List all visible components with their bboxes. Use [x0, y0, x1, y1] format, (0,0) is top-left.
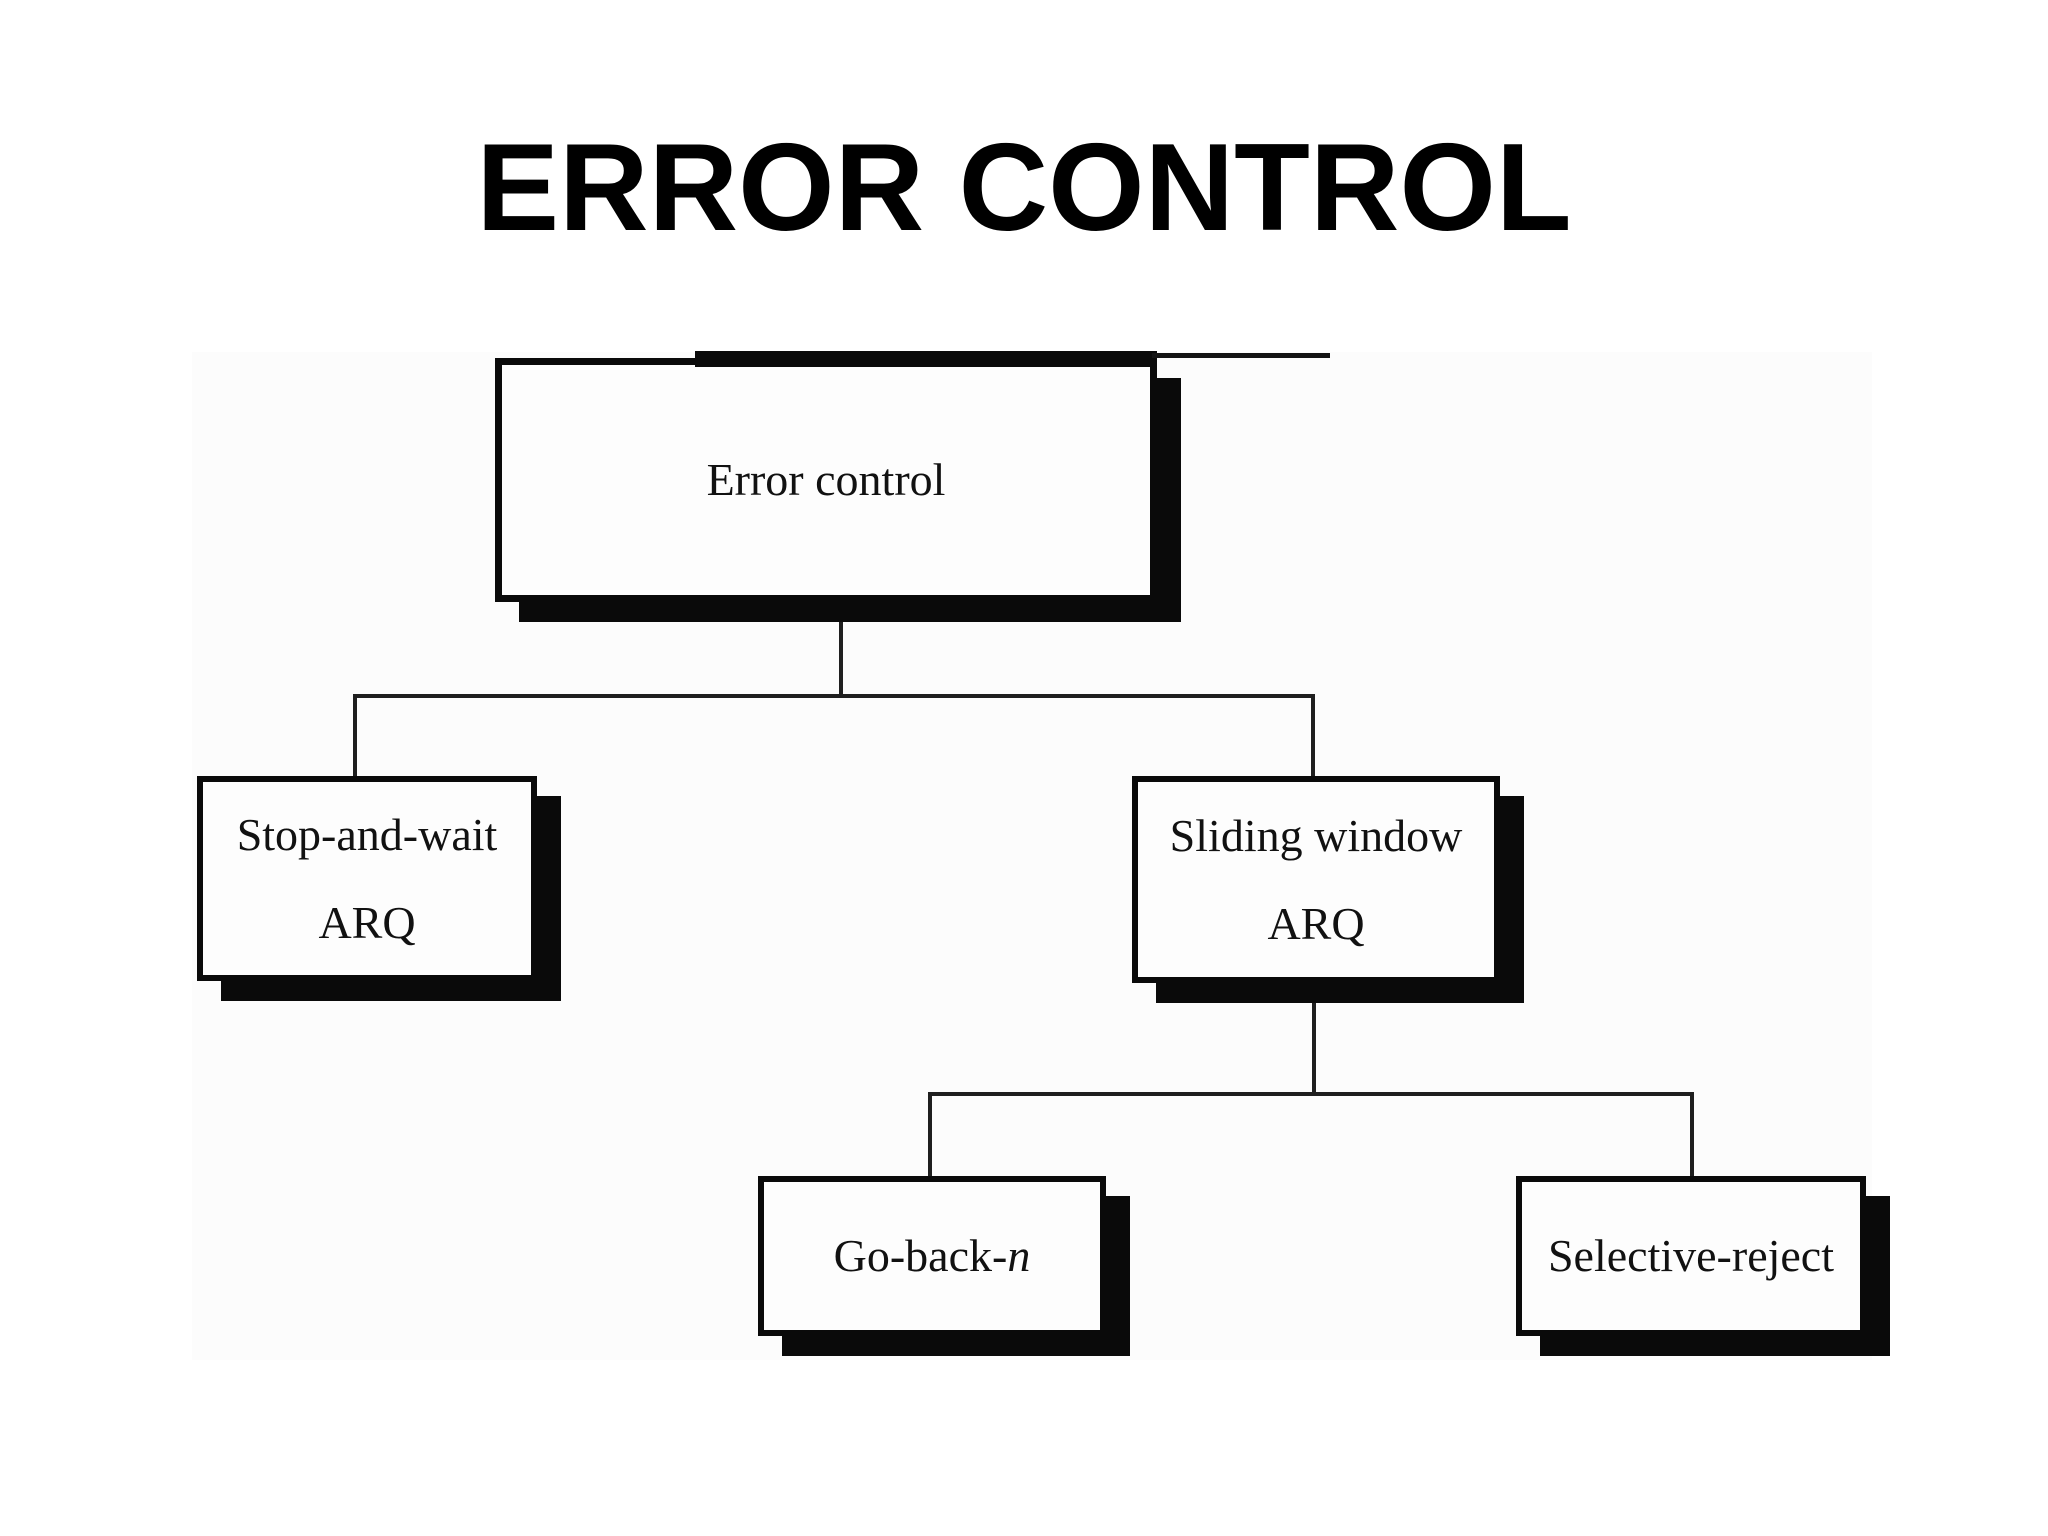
node-selective-reject-label: Selective-reject	[1547, 1230, 1835, 1281]
connector-to-stop-and-wait	[353, 694, 357, 780]
node-error-control: Error control	[495, 351, 1330, 602]
connector-to-go-back-n	[928, 1092, 932, 1180]
scan-artifact-top-bar	[695, 351, 1157, 367]
node-stop-and-wait-arq: Stop-and-wait ARQ	[197, 776, 537, 981]
node-go-back-n: Go-back-n	[758, 1176, 1106, 1336]
node-sliding-window-label-line1: Sliding window	[1169, 809, 1463, 861]
scan-artifact-top-line	[1152, 353, 1330, 358]
connector-level2-horizontal	[928, 1092, 1694, 1096]
node-go-back-n-label-italic-n: n	[1007, 1230, 1031, 1281]
node-selective-reject: Selective-reject	[1516, 1176, 1866, 1336]
node-go-back-n-label-prefix: Go-back-	[833, 1230, 1008, 1281]
node-go-back-n-label: Go-back-n	[834, 1212, 1031, 1300]
node-stop-and-wait-label-line2: ARQ	[318, 896, 416, 948]
node-stop-and-wait-label-line1: Stop-and-wait	[236, 808, 498, 860]
node-sliding-window-arq: Sliding window ARQ	[1132, 776, 1500, 983]
page-title: ERROR CONTROL	[476, 119, 1572, 257]
connector-sliding-window-stem	[1312, 980, 1316, 1096]
connector-level1-horizontal	[355, 694, 1315, 698]
connector-to-sliding-window	[1311, 694, 1315, 780]
connector-to-selective-reject	[1690, 1092, 1694, 1180]
node-sliding-window-label-line2: ARQ	[1267, 897, 1365, 949]
node-error-control-label: Error control	[706, 454, 946, 505]
connector-root-stem	[839, 600, 843, 698]
